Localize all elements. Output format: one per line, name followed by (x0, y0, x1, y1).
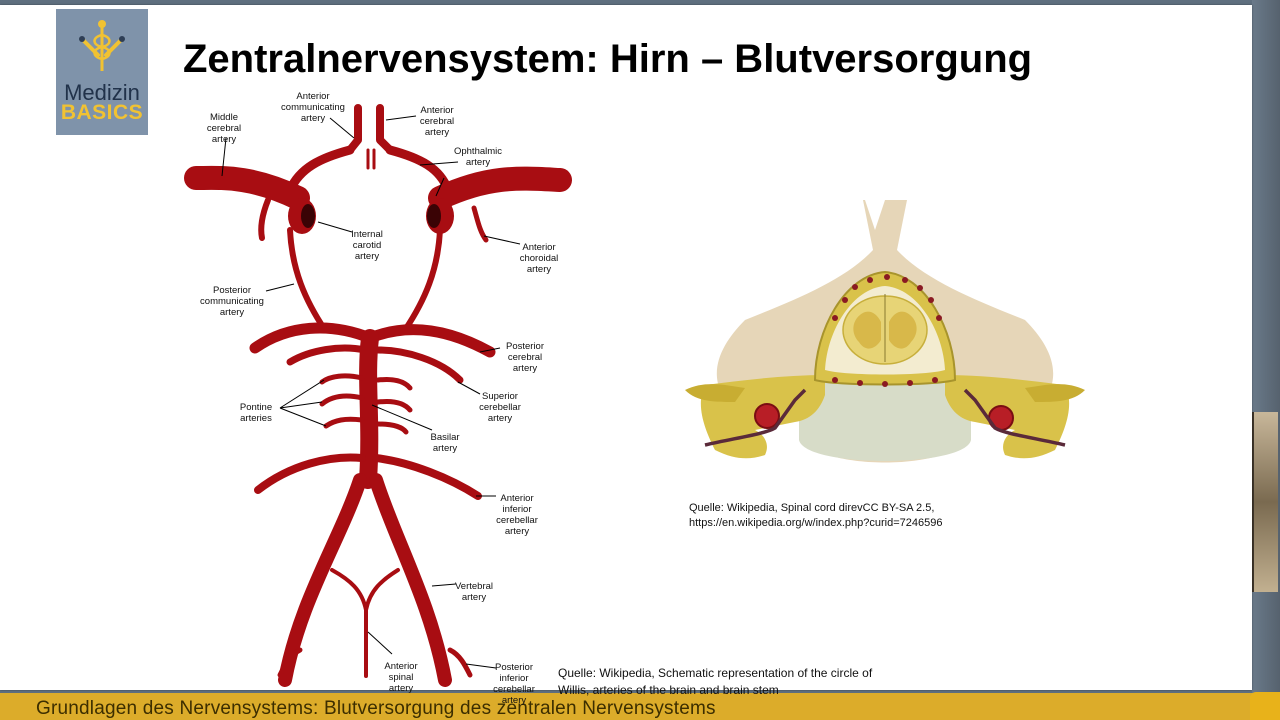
background-window-edge (1252, 412, 1278, 592)
label-middle-cerebral-artery: Middle cerebral artery (206, 112, 242, 145)
label-anterior-inferior-cerebellar-artery: Anterior inferior cerebellar artery (496, 493, 538, 537)
spinal-cord-cross-section-diagram (685, 200, 1085, 463)
circle-of-willis-diagram (184, 104, 572, 687)
slide-title: Zentralnervensystem: Hirn – Blutversorgu… (183, 37, 1033, 81)
corner-badge (1250, 692, 1280, 720)
presentation-slide: Medizin BASICS Zentralnervensystem: Hirn… (0, 5, 1252, 706)
label-basilar-artery: Basilar artery (430, 432, 460, 454)
label-vertebral-artery: Vertebral artery (454, 581, 494, 603)
logo-text-basics: BASICS (60, 101, 144, 124)
logo-text-medizin: Medizin (64, 80, 140, 105)
medizin-basics-logo: Medizin BASICS (56, 9, 148, 135)
label-posterior-cerebral-artery: Posterior cerebral artery (505, 341, 545, 374)
label-posterior-inferior-cerebellar-artery: Posterior inferior cerebellar artery (493, 662, 535, 706)
video-subtitle-text: Grundlagen des Nervensystems: Blutversor… (36, 698, 716, 719)
label-internal-carotid-artery: Internal carotid artery (351, 229, 383, 262)
label-ophthalmic-artery: Ophthalmic artery (453, 146, 503, 168)
label-anterior-spinal-artery: Anterior spinal artery (384, 661, 418, 694)
caduceus-icon (79, 20, 125, 71)
desktop-background (1252, 0, 1280, 720)
video-subtitle-bar (0, 693, 1280, 720)
caption-circle-of-willis-source: Quelle: Wikipedia, Schematic representat… (558, 666, 873, 697)
label-posterior-communicating-artery: Posterior communicating artery (200, 285, 264, 318)
label-superior-cerebellar-artery: Superior cerebellar artery (479, 391, 521, 424)
label-pontine-arteries: Pontine arteries (239, 402, 273, 424)
label-anterior-communicating-artery: Anterior communicating artery (281, 91, 345, 124)
label-anterior-cerebral-artery: Anterior cerebral artery (419, 105, 455, 138)
caption-spinal-cord-source: Quelle: Wikipedia, Spinal cord direvCC B… (689, 502, 943, 529)
label-anterior-choroidal-artery: Anterior choroidal artery (519, 242, 559, 275)
